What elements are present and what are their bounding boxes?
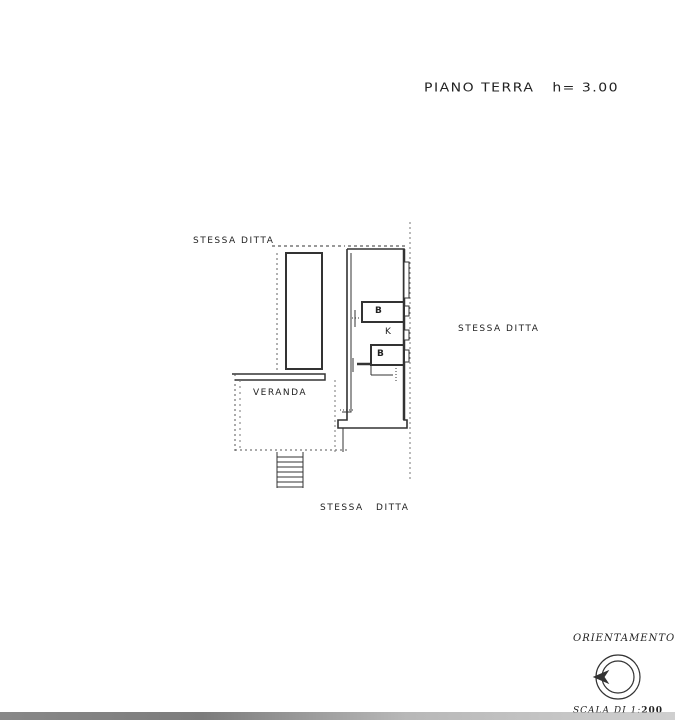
room-label-veranda: VERANDA xyxy=(253,388,308,398)
scale-value: 200 xyxy=(641,706,664,716)
scale-label: SCALA DI 1:200 xyxy=(573,706,663,716)
bathroom-2 xyxy=(370,344,405,366)
bathroom-1 xyxy=(361,301,405,323)
orientation-label: ORIENTAMENTO xyxy=(573,633,675,644)
scale-prefix: SCALA DI 1: xyxy=(573,706,642,716)
stairs xyxy=(276,452,304,488)
room-label-kitchen: K xyxy=(385,327,393,337)
floor-name: PIANO TERRA xyxy=(424,80,535,96)
neighbor-label-right: STESSA DITTA xyxy=(458,324,540,334)
room-label-bath-2: B xyxy=(377,349,386,359)
room-storage xyxy=(285,252,323,370)
floor-title: PIANO TERRA h= 3.00 xyxy=(424,81,619,95)
neighbor-label-bottom: STESSA DITTA xyxy=(320,503,410,513)
orientation-compass-icon xyxy=(592,654,641,700)
scan-edge xyxy=(0,712,675,720)
neighbor-label-top-left: STESSA DITTA xyxy=(193,236,275,246)
room-label-bath-1: B xyxy=(375,306,384,316)
floor-height: h= 3.00 xyxy=(552,80,620,96)
